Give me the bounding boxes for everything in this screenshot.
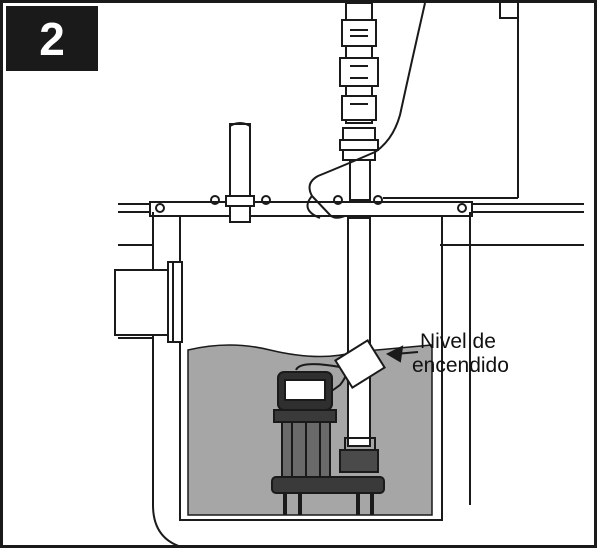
- vent-pipe: [225, 122, 255, 223]
- basin-outer-wall: [118, 212, 584, 548]
- sump-pump: [271, 371, 385, 515]
- inlet-pipe: [114, 261, 183, 343]
- basin-inner-wall: [179, 230, 443, 521]
- wall-structure: [383, 3, 519, 199]
- callout-label-line-1: Nivel de: [420, 330, 496, 353]
- float-switch: [334, 338, 386, 390]
- callout-arrow: [385, 345, 419, 363]
- discharge-pipe: [339, 2, 379, 462]
- callout-label-line-2: encendido: [412, 354, 509, 377]
- step-number-badge: 2: [6, 6, 98, 71]
